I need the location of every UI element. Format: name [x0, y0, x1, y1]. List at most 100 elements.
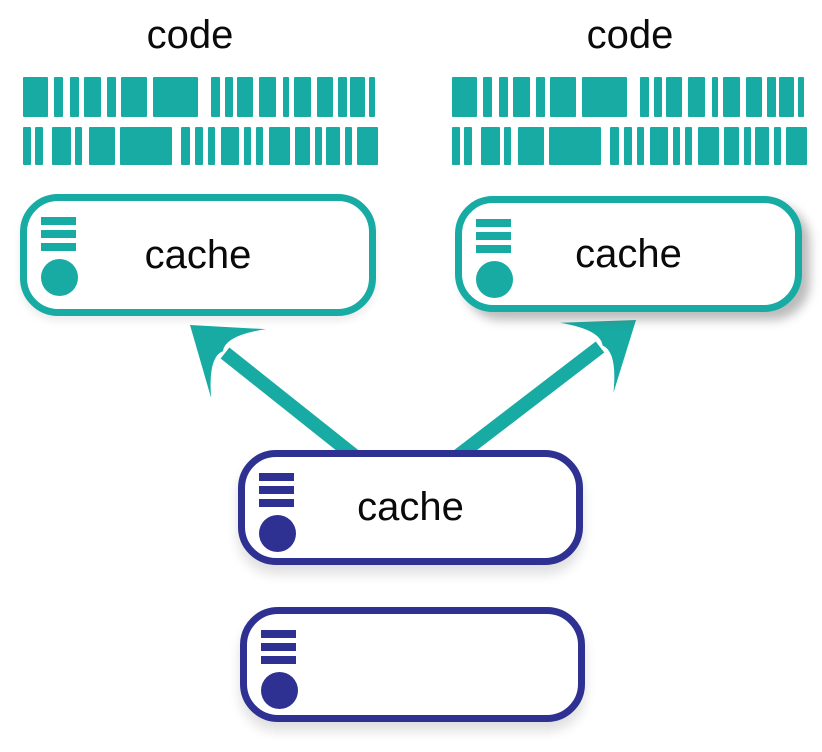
barcode-bar: [779, 77, 794, 117]
barcode-bar: [774, 127, 781, 165]
barcode-row: [452, 127, 807, 165]
barcode-bar: [452, 77, 477, 117]
barcode-bar: [744, 127, 751, 165]
barcode-bar: [70, 77, 79, 117]
barcode-bar: [338, 77, 347, 117]
server-dot-icon: [476, 261, 513, 298]
barcode-bar: [326, 127, 340, 165]
server-dot-icon: [261, 672, 298, 709]
barcode-bar: [345, 127, 352, 165]
barcode-bar: [723, 77, 740, 117]
barcode-bar: [504, 127, 511, 165]
barcode-bar: [259, 77, 276, 117]
server-bar-icon: [41, 217, 76, 225]
barcode-bar: [23, 77, 48, 117]
barcode-bar: [688, 77, 705, 117]
barcode-bar: [452, 127, 460, 165]
barcode-bar: [84, 77, 101, 117]
barcode-bar: [513, 77, 530, 117]
barcode-bar: [481, 127, 500, 165]
barcode-bar: [195, 127, 203, 165]
barcode-bar: [181, 127, 190, 165]
barcode-row: [23, 77, 378, 117]
cache-node-middle: cache: [238, 450, 583, 565]
barcode-bar: [153, 77, 198, 117]
server-icon: [41, 217, 79, 296]
cache-label: cache: [144, 232, 252, 277]
server-bar-icon: [261, 630, 296, 638]
barcode-bar: [536, 77, 545, 117]
barcode-bar: [666, 77, 682, 117]
server-bar-icon: [259, 473, 294, 481]
barcode-bar: [767, 77, 776, 117]
barcode-bar: [269, 127, 290, 165]
barcode-bar: [798, 77, 804, 117]
server-icon: [259, 473, 297, 552]
cache-node-top-left: cache: [20, 194, 376, 316]
barcode-bar: [712, 77, 718, 117]
barcode-bar: [54, 77, 63, 117]
server-bar-icon: [259, 499, 294, 507]
barcode-bar: [294, 77, 311, 117]
barcode-bar: [317, 77, 333, 117]
server-icon: [476, 219, 514, 298]
barcode-bar: [582, 77, 627, 117]
barcode-bar: [23, 127, 31, 165]
barcode-bar: [208, 127, 215, 165]
server-bar-icon: [476, 232, 511, 240]
barcode-right: [452, 77, 807, 175]
barcode-bar: [295, 127, 310, 165]
barcode-bar: [89, 127, 115, 165]
barcode-bar: [369, 77, 375, 117]
barcode-bar: [464, 127, 472, 165]
cache-label: cache: [357, 485, 464, 529]
barcode-bar: [650, 127, 668, 165]
server-dot-icon: [41, 259, 78, 296]
barcode-bar: [357, 127, 378, 165]
barcode-bar: [654, 77, 662, 117]
barcode-bar: [107, 77, 116, 117]
server-node-bottom: [240, 607, 585, 722]
code-label-left: code: [146, 13, 234, 57]
barcode-bar: [120, 127, 172, 165]
barcode-bar: [244, 127, 251, 165]
barcode-bar: [121, 77, 147, 117]
barcode-bar: [211, 77, 220, 117]
barcode-bar: [698, 127, 719, 165]
server-bar-icon: [261, 656, 296, 664]
barcode-row: [23, 127, 378, 165]
barcode-bar: [283, 77, 289, 117]
barcode-bar: [755, 127, 769, 165]
barcode-bar: [685, 127, 692, 165]
server-dot-icon: [259, 515, 296, 552]
barcode-bar: [52, 127, 71, 165]
barcode-bar: [549, 127, 601, 165]
barcode-bar: [640, 77, 649, 117]
barcode-bar: [225, 77, 233, 117]
server-bar-icon: [476, 219, 511, 227]
barcode-bar: [610, 127, 619, 165]
code-label-right: code: [586, 13, 674, 57]
server-bar-icon: [259, 486, 294, 494]
cache-node-top-right: cache: [455, 196, 802, 312]
barcode-bar: [315, 127, 322, 165]
barcode-bar: [624, 127, 632, 165]
server-bar-icon: [41, 243, 76, 251]
barcode-bar: [483, 77, 492, 117]
barcode-bar: [256, 127, 263, 165]
barcode-bar: [75, 127, 82, 165]
cache-label: cache: [575, 231, 682, 276]
barcode-bar: [724, 127, 739, 165]
barcode-bar: [673, 127, 680, 165]
barcode-row: [452, 77, 807, 117]
barcode-bar: [786, 127, 807, 165]
barcode-bar: [550, 77, 576, 117]
barcode-bar: [499, 77, 508, 117]
server-bar-icon: [261, 643, 296, 651]
server-bar-icon: [41, 230, 76, 238]
barcode-bar: [237, 77, 253, 117]
server-bar-icon: [476, 245, 511, 253]
barcode-bar: [746, 77, 762, 117]
barcode-left: [23, 77, 378, 175]
